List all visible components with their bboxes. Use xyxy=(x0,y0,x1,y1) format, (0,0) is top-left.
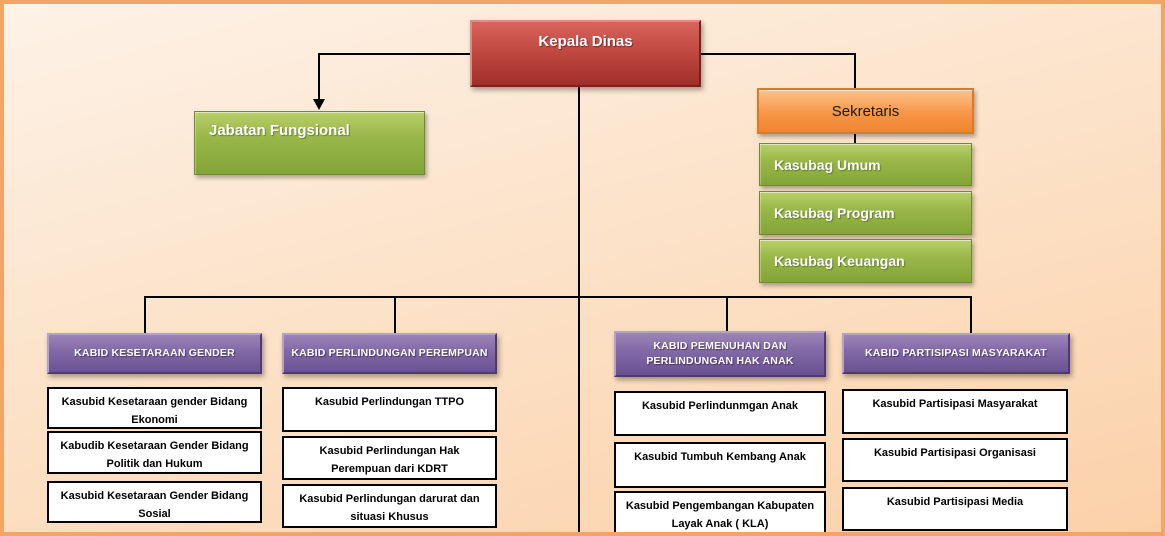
node-label: Kasubid Perlindungan darurat dan situasi… xyxy=(299,493,480,523)
node-kasubag-program: Kasubag Program xyxy=(759,191,972,235)
node-jabatan-fungsional: Jabatan Fungsional xyxy=(194,111,425,175)
node-label: Jabatan Fungsional xyxy=(209,122,350,139)
node-kabid-partisipasi-masyarakat: KABID PARTISIPASI MASYARAKAT xyxy=(842,333,1070,374)
node-label: Sekretaris xyxy=(831,102,900,120)
node-kasubag-umum: Kasubag Umum xyxy=(759,143,972,186)
node-label: Kasubid Perlindungan TTPO xyxy=(314,396,465,408)
node-label: Kasubid Partisipasi Masyarakat xyxy=(872,398,1038,410)
node-label: Kasubid Partisipasi Media xyxy=(886,496,1024,508)
node-kabid-pemenuhan-hak-anak: KABID PEMENUHAN DAN PERLINDUNGAN HAK ANA… xyxy=(614,331,826,377)
connector-spine-vertical xyxy=(578,87,580,532)
node-label: Kasubid Perlindunmgan Anak xyxy=(641,400,799,412)
node-kasubag-keuangan: Kasubag Keuangan xyxy=(759,239,972,283)
connector-kabid3-drop xyxy=(726,296,728,331)
node-kasubid: Kasubid Perlindunmgan Anak xyxy=(614,391,826,436)
connector-left-arm-vertical xyxy=(318,53,320,100)
node-label: Kasubag Program xyxy=(774,205,895,221)
node-kasubid: Kasubid Perlindungan TTPO xyxy=(282,387,497,432)
connector-kabid2-drop xyxy=(394,296,396,333)
connector-kabid-row-horizontal xyxy=(144,296,972,298)
node-kasubid: Kasubid Kesetaraan gender Bidang Ekonomi xyxy=(47,387,262,429)
node-kasubid: Kasubid Partisipasi Media xyxy=(842,487,1068,531)
node-label: Kabudib Kesetaraan Gender Bidang Politik… xyxy=(60,440,249,470)
node-label: Kasubid Kesetaraan Gender Bidang Sosial xyxy=(60,490,249,520)
node-kasubid: Kasubid Perlindungan Hak Perempuan dari … xyxy=(282,436,497,480)
connector-kabid4-drop xyxy=(970,296,972,333)
node-kasubid: Kasubid Perlindungan darurat dan situasi… xyxy=(282,484,497,528)
connector-kabid1-drop xyxy=(144,296,146,333)
node-sekretaris: Sekretaris xyxy=(757,88,974,134)
connector-right-arm-vertical xyxy=(854,53,856,88)
connector-sekretaris-drop xyxy=(854,134,856,143)
node-kabid-perlindungan-perempuan: KABID PERLINDUNGAN PEREMPUAN xyxy=(282,333,497,374)
node-kasubid: Kasubid Tumbuh Kembang Anak xyxy=(614,442,826,488)
node-label: Kasubag Keuangan xyxy=(774,253,905,269)
node-kepala-dinas: Kepala Dinas xyxy=(470,20,701,87)
node-label: Kasubag Umum xyxy=(774,156,881,173)
node-label: KABID PERLINDUNGAN PEREMPUAN xyxy=(291,347,488,359)
node-label: Kepala Dinas xyxy=(538,33,633,50)
arrow-down-icon xyxy=(313,99,325,110)
node-kasubid: Kasubid Kesetaraan Gender Bidang Sosial xyxy=(47,481,262,523)
node-kasubid: Kabudib Kesetaraan Gender Bidang Politik… xyxy=(47,431,262,474)
node-label: Kasubid Perlindungan Hak Perempuan dari … xyxy=(319,445,460,475)
node-kasubid: Kasubid Partisipasi Organisasi xyxy=(842,438,1068,482)
node-label: Kasubid Tumbuh Kembang Anak xyxy=(634,451,806,463)
connector-left-arm-horizontal xyxy=(318,53,470,55)
node-kabid-kesetaraan-gender: KABID KESETARAAN GENDER xyxy=(47,333,262,374)
node-kasubid: Kasubid Partisipasi Masyarakat xyxy=(842,389,1068,434)
node-kasubid: Kasubid Pengembangan Kabupaten Layak Ana… xyxy=(614,491,826,532)
node-label: Kasubid Kesetaraan gender Bidang Ekonomi xyxy=(61,396,248,426)
node-label: Kasubid Pengembangan Kabupaten Layak Ana… xyxy=(625,500,815,530)
node-label: KABID PARTISIPASI MASYARAKAT xyxy=(865,347,1047,359)
connector-right-arm-horizontal xyxy=(701,53,856,55)
node-label: Kasubid Partisipasi Organisasi xyxy=(873,447,1036,459)
node-label: KABID PEMENUHAN DAN PERLINDUNGAN HAK ANA… xyxy=(646,340,794,367)
node-label: KABID KESETARAAN GENDER xyxy=(74,347,235,359)
